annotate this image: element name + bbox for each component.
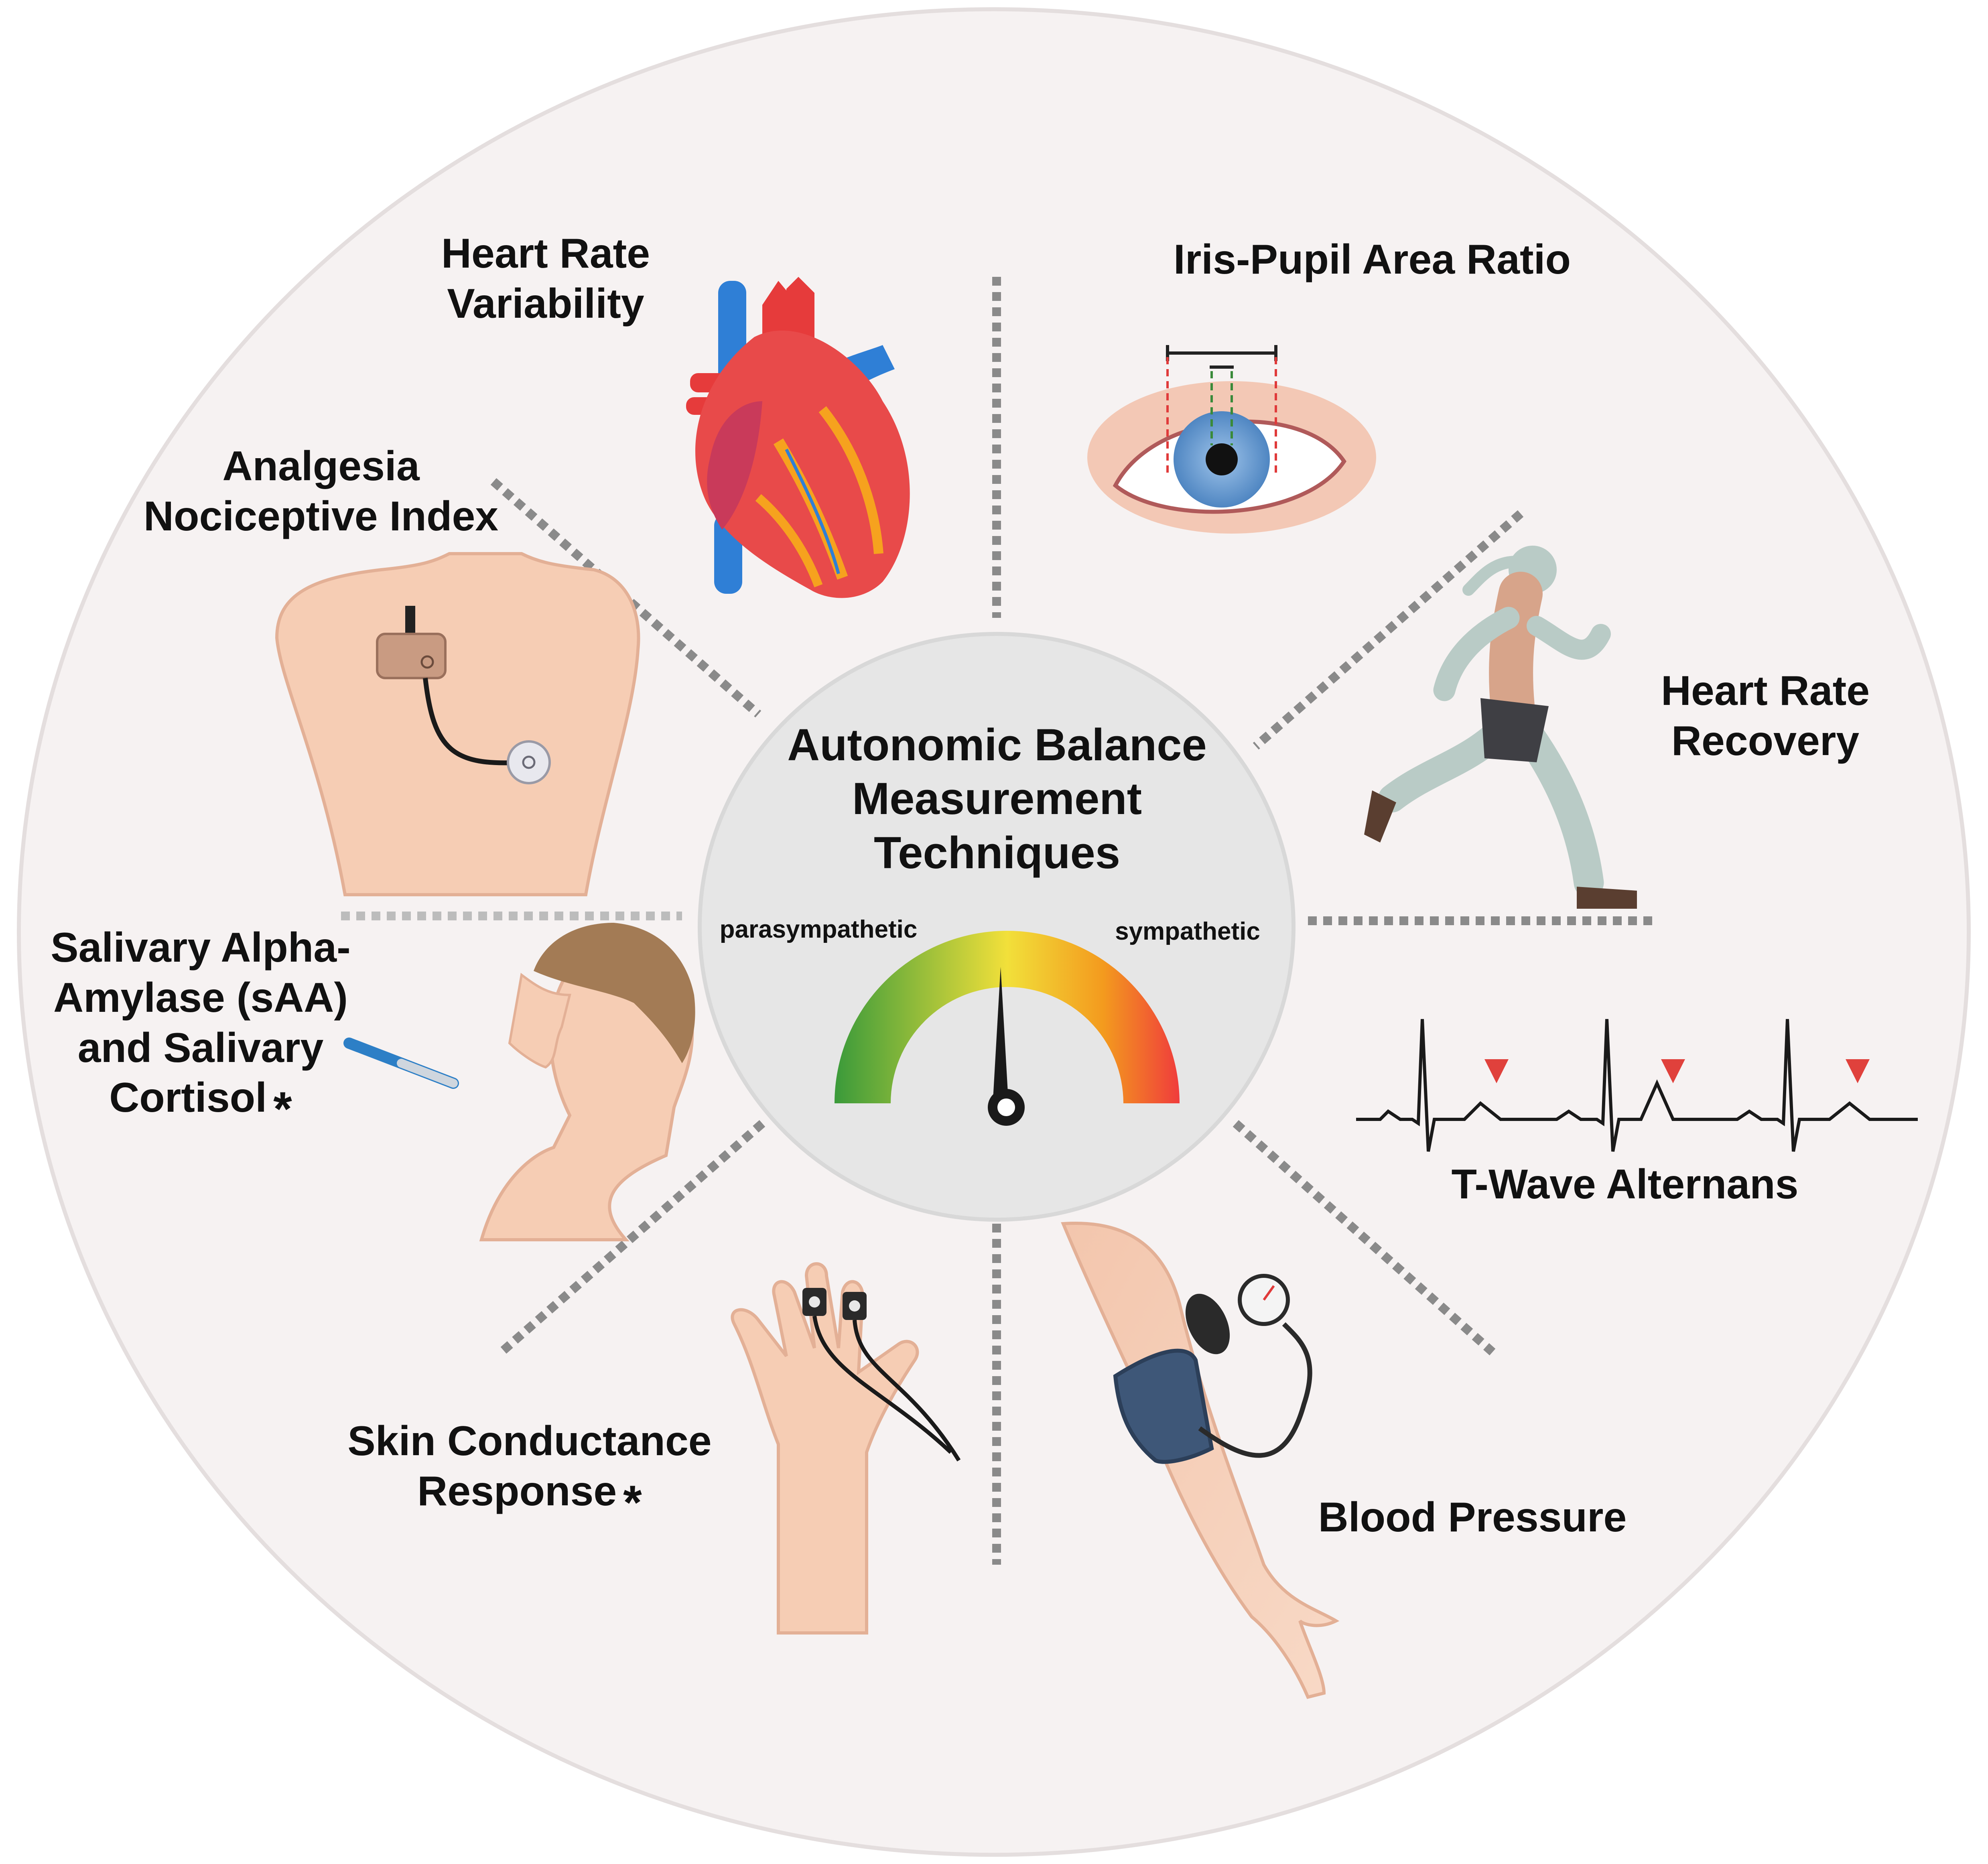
balance-gauge [835,931,1180,1126]
saa-line-4: Cortisol [109,1074,267,1121]
chest-sensor-icon [275,552,640,896]
runner-icon [1364,546,1637,909]
saa-line-3: and Salivary [77,1024,324,1071]
t-wave-marker-1 [1484,1059,1509,1083]
label-blood-pressure: Blood Pressure [1292,1492,1653,1543]
hrr-line-2: Recovery [1671,717,1860,764]
bp-line-1: Blood Pressure [1318,1494,1627,1541]
hand-electrodes-icon [731,1262,961,1635]
t-wave-marker-3 [1846,1059,1870,1083]
eye-icon [1087,345,1376,534]
scr-asterisk: * [623,1475,642,1529]
gauge-left-label: parasympathetic [719,916,918,943]
ani-line-2: Nociceptive Index [143,493,499,540]
blood-pressure-cuff-icon [1061,1222,1340,1699]
divider-lower-left [498,1120,766,1356]
center-title-line-2: Measurement [852,774,1142,824]
divider-lines [341,277,1657,1565]
pupil [1206,443,1238,475]
label-heart-rate-variability: Heart Rate Variability [413,229,678,329]
ani-line-1: Analgesia [222,443,420,489]
twa-line-1: T-Wave Alternans [1451,1161,1799,1208]
scr-line-2: Response [417,1468,617,1515]
label-t-wave-alternans: T-Wave Alternans [1424,1159,1826,1210]
iris-line-1: Iris-Pupil Area Ratio [1173,236,1571,283]
gauge-needle [993,967,1008,1099]
hrv-line-2: Variability [447,280,644,327]
gauge-right-label: sympathetic [1115,918,1260,945]
label-iris-pupil-area-ratio: Iris-Pupil Area Ratio [1131,235,1613,285]
t-wave-marker-2 [1661,1059,1685,1083]
center-title-line-1: Autonomic Balance [787,720,1207,770]
center-title-line-3: Techniques [873,827,1121,878]
hrr-line-1: Heart Rate [1661,668,1870,714]
label-analgesia-nociceptive-index: Analgesia Nociceptive Index [120,441,522,542]
heart-icon [686,277,910,598]
divider-upper-right [1253,510,1524,750]
label-salivary-alpha-amylase: Salivary Alpha- Amylase (sAA) and Saliva… [24,923,377,1133]
scr-line-1: Skin Conductance [347,1418,712,1464]
hrv-line-1: Heart Rate [441,230,650,277]
saa-asterisk: * [273,1082,292,1136]
saa-line-2: Amylase (sAA) [53,974,348,1021]
ecg-icon [1356,1019,1918,1152]
saa-line-1: Salivary Alpha- [51,924,351,971]
label-skin-conductance-response: Skin Conductance Response* [329,1416,730,1527]
center-title: Autonomic Balance Measurement Techniques [762,718,1232,880]
label-heart-rate-recovery: Heart Rate Recovery [1613,666,1918,766]
divider-lower-right [1233,1120,1496,1356]
saliva-swab-icon [343,923,695,1241]
